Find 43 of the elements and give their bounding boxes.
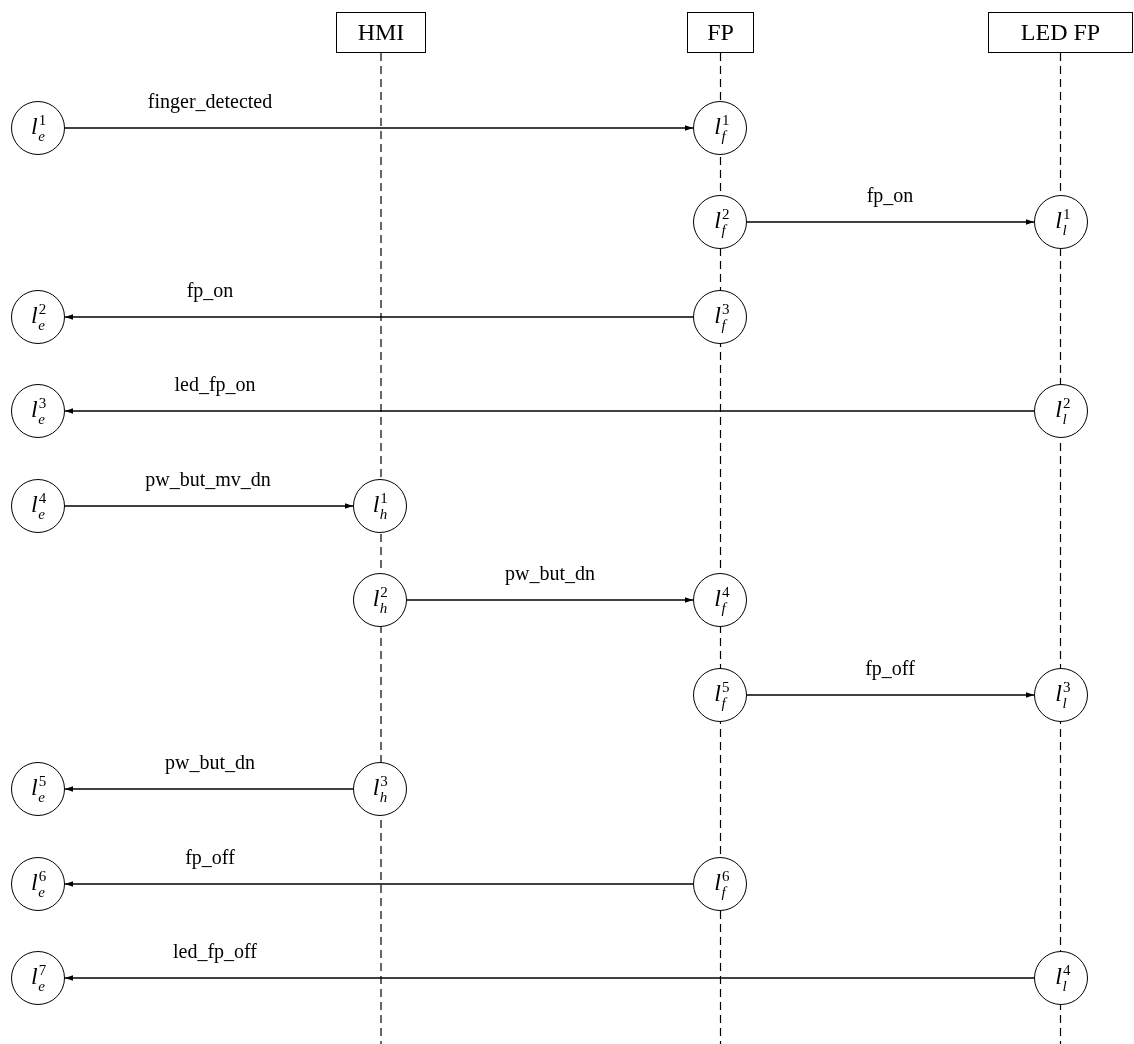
state-circle (11, 951, 65, 1005)
state-circle (353, 479, 407, 533)
state-label: FP (707, 19, 734, 46)
lifeline-header-box (687, 12, 754, 53)
state-circle (693, 195, 747, 249)
state-circle (353, 573, 407, 627)
message-arrow (64, 503, 354, 509)
edge-label: fp_on (184, 279, 236, 301)
lifeline-header-box (988, 12, 1133, 53)
state-circle (11, 479, 65, 533)
message-arrow (64, 786, 354, 792)
state-circle (693, 290, 747, 344)
state-circle (1034, 195, 1088, 249)
message-arrow (64, 975, 1035, 981)
message-arrow (64, 125, 694, 131)
edge-label: fp_on (864, 184, 916, 206)
message-arrow (64, 881, 694, 887)
state-circle (1034, 668, 1088, 722)
state-label: LED FP (1020, 19, 1101, 46)
lifeline-header-box (336, 12, 426, 53)
edge-label: fp_off (183, 846, 237, 868)
state-circle (1034, 384, 1088, 438)
state-label: HMI (357, 19, 405, 46)
state-circle (11, 384, 65, 438)
state-circle (11, 101, 65, 155)
edge-label: fp_off (863, 657, 917, 679)
state-circle (11, 762, 65, 816)
state-circle (693, 857, 747, 911)
state-circle (693, 101, 747, 155)
state-circle (353, 762, 407, 816)
state-circle (11, 857, 65, 911)
state-circle (1034, 951, 1088, 1005)
edge-label: led_fp_on (172, 373, 258, 395)
message-arrow (746, 219, 1035, 225)
message-arrow (746, 692, 1035, 698)
state-circle (693, 668, 747, 722)
state-circle (11, 290, 65, 344)
edge-label: led_fp_off (170, 940, 260, 962)
message-arrow (64, 314, 694, 320)
message-arrow (406, 597, 694, 603)
message-arrow (64, 408, 1035, 414)
state-circle (693, 573, 747, 627)
edge-label: finger_detected (145, 90, 275, 112)
